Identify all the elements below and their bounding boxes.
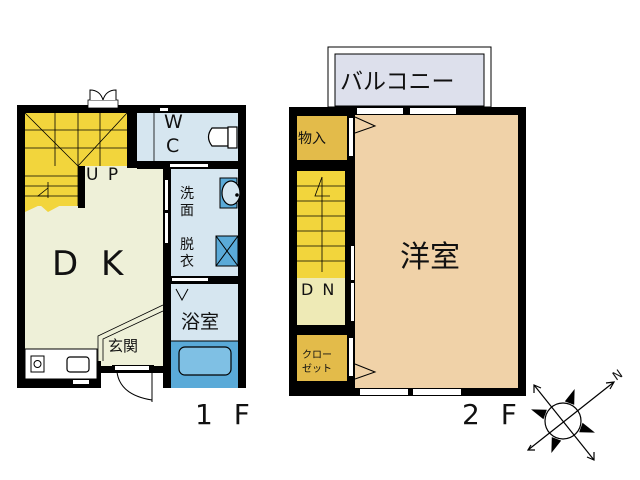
wc-label-w: W [164,111,183,133]
washroom-label-2: 面 [180,203,194,219]
dk-label: D K [52,244,130,284]
storage-label: 物入 [298,131,326,147]
up-label: U P [86,165,121,185]
floor2-plan [289,46,526,396]
western-room-label: 洋室 [400,240,460,275]
kitchen-counter [24,348,98,384]
floor1-label: 1 F [195,398,256,431]
entrance-label: 玄関 [108,337,139,355]
western-room-floor [355,115,518,388]
compass-icon [526,381,616,461]
closet-label-2: ゼット [302,364,332,375]
wc-label-c: C [166,135,180,157]
washroom-label-1: 洗 [180,186,194,202]
floor1-plan [17,89,246,402]
entrance-door-swing [116,371,153,402]
storage-closet [297,116,347,160]
sink-icon [219,177,241,209]
stairs-1f [25,113,127,166]
floor2-label: 2 F [462,398,523,431]
closet [297,335,347,381]
washing-machine-icon [215,235,239,267]
roof-door-icon [89,89,117,101]
dn-label: D N [301,280,337,299]
toilet-icon [207,126,238,149]
bathroom [171,284,238,341]
dressing-label-2: 衣 [180,254,194,270]
stairs-2f [297,171,345,278]
dressing-label-1: 脱 [180,237,194,253]
bathroom-label: 浴室 [181,311,220,333]
closet-label-1: クロー [302,350,332,361]
balcony-label: バルコニー [340,69,455,95]
